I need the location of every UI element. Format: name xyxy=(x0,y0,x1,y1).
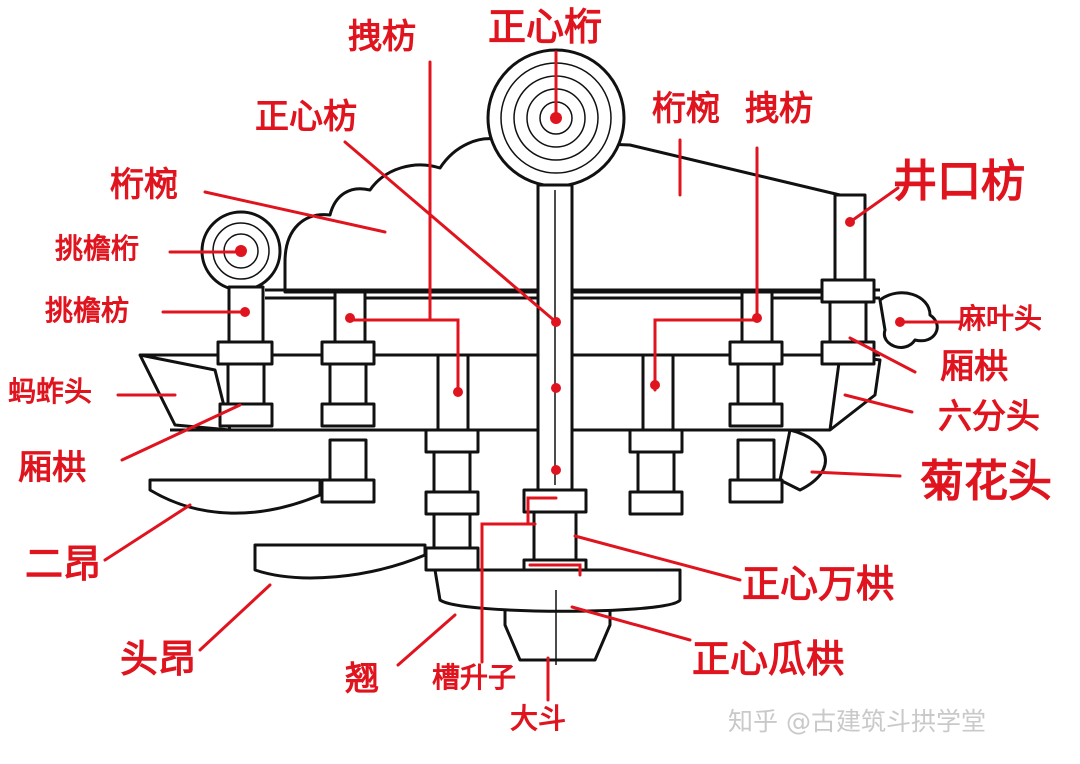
label-zhengxin-guagong: 正心瓜栱 xyxy=(692,637,845,681)
cao-shengzi-leader xyxy=(480,522,537,664)
label-qiao: 翘 xyxy=(345,659,379,699)
mayetou-piece xyxy=(878,291,939,349)
qiao-base xyxy=(433,568,682,613)
zhengxin-wangong-leader xyxy=(573,534,742,582)
juhua-tou-leader xyxy=(810,470,902,478)
da-dou-leader-2 xyxy=(528,563,582,577)
label-xianggong-right: 厢栱 xyxy=(940,347,1008,387)
liufen-piece xyxy=(828,353,882,432)
leader-dot xyxy=(345,313,355,323)
label-da-dou: 大斗 xyxy=(510,702,567,735)
label-liufen-tou: 六分头 xyxy=(938,397,1040,437)
er-ang-leader xyxy=(103,503,192,562)
yefang-right-leader-2 xyxy=(653,318,759,392)
leader-dot xyxy=(752,313,762,323)
label-mazha-tou: 蚂蚱头 xyxy=(8,375,93,408)
label-er-ang: 二昂 xyxy=(25,542,102,586)
leader-dot xyxy=(453,387,463,397)
label-hengwan-right: 桁椀 xyxy=(652,89,720,129)
label-xianggong-left: 厢栱 xyxy=(18,448,86,488)
leader-dot xyxy=(845,217,855,227)
yefang-top-leader-2 xyxy=(428,318,460,394)
label-tiaoyan-heng: 挑檐桁 xyxy=(55,232,140,265)
jingkou-fang-leader xyxy=(848,186,900,224)
leader-dot xyxy=(240,307,250,317)
leader-dot xyxy=(650,380,660,390)
liufen-tou-leader xyxy=(843,393,914,414)
zhengxin-fang-leader xyxy=(343,140,558,324)
label-zhengxin-heng: 正心桁 xyxy=(488,5,603,49)
tou-ang-arm xyxy=(253,543,427,580)
label-juhua-tou: 菊花头 xyxy=(920,456,1052,507)
leader-dot xyxy=(895,317,905,327)
label-yefang-top: 拽枋 xyxy=(348,17,416,57)
label-mayetou: 麻叶头 xyxy=(958,302,1043,335)
label-tiaoyan-fang: 挑檐枋 xyxy=(45,294,130,327)
leader-lines xyxy=(103,50,962,702)
zhengxin-guagong-leader xyxy=(570,605,692,642)
label-tou-ang: 头昂 xyxy=(120,637,197,681)
xianggong-right-leader xyxy=(848,336,917,374)
label-zhengxin-wangong: 正心万栱 xyxy=(742,562,895,606)
label-cao-shengzi: 槽升子 xyxy=(432,661,517,694)
cao-shengzi-leader-2 xyxy=(526,496,558,526)
juhua-piece xyxy=(778,428,827,492)
mazha-arm xyxy=(138,353,232,432)
watermark: 知乎 @古建筑斗拱学堂 xyxy=(728,707,986,736)
label-zhengxin-fang: 正心枋 xyxy=(255,97,357,137)
label-jingkou-fang: 井口枋 xyxy=(893,156,1025,207)
label-yefang-right: 拽枋 xyxy=(745,89,813,129)
label-hengwan-left: 桁椀 xyxy=(110,165,178,205)
qiao-leader xyxy=(396,613,457,667)
tou-ang-leader xyxy=(198,583,272,652)
hengwan-left-leader xyxy=(203,190,387,234)
xianggong-left-leader xyxy=(120,403,242,462)
er-ang-arm xyxy=(148,478,322,515)
bracket-set-drawing xyxy=(138,48,939,665)
